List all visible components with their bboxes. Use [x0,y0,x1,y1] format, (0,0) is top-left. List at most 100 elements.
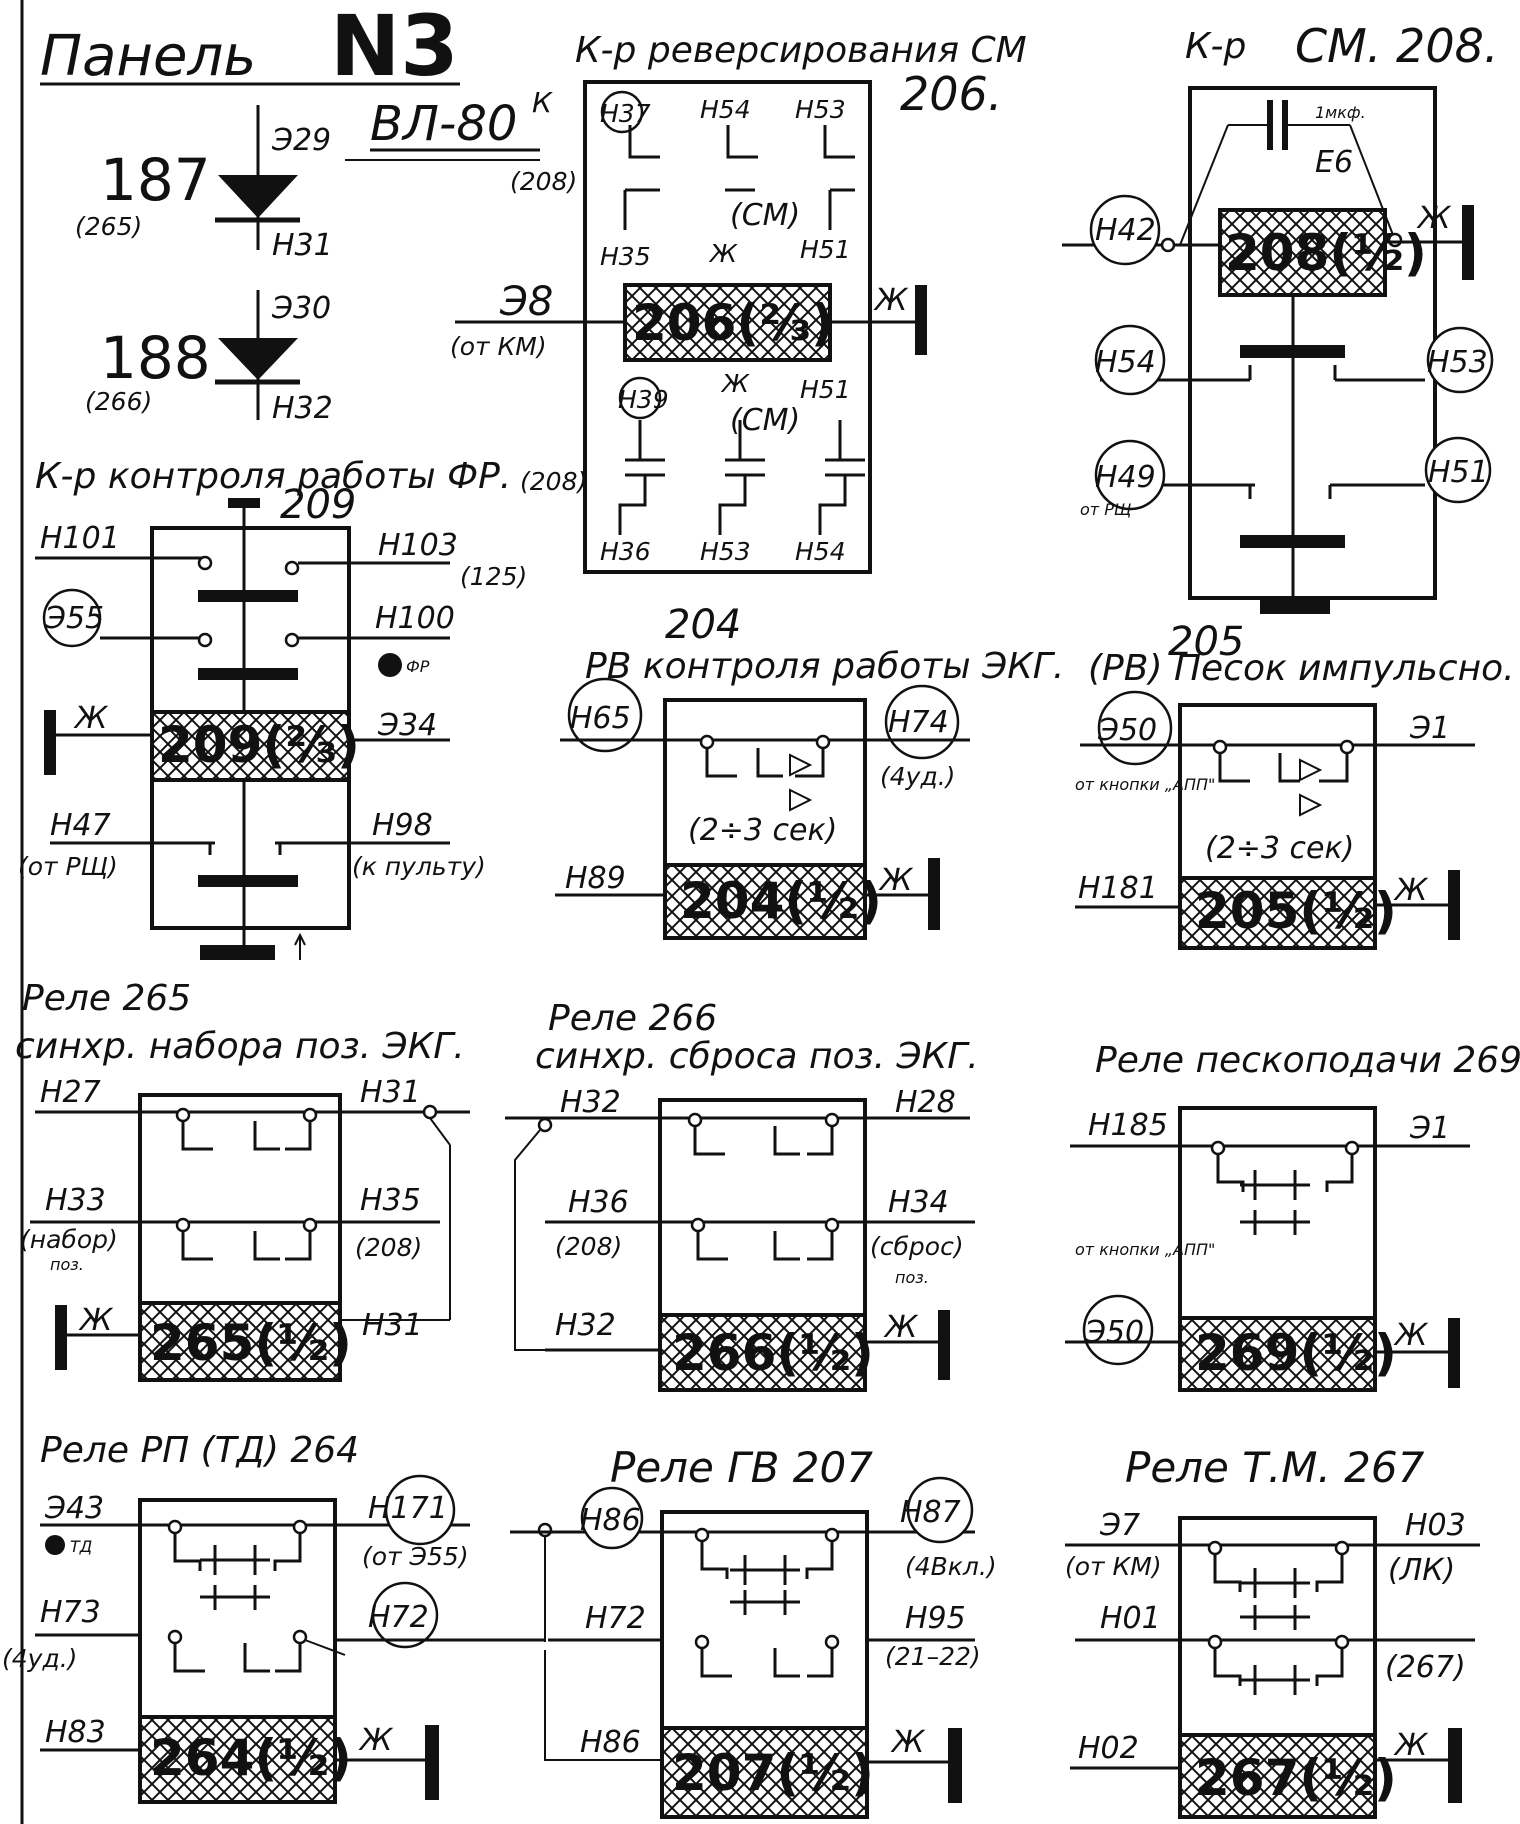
c267-r1_note-label: (ЛК) [1388,1553,1455,1588]
c266-r2_note-label: (сброс) [870,1232,964,1261]
c209-r4_note-label: (к пульту) [352,852,486,881]
contactor-208: К-р СМ. 208. 1мкф. Е6 208(½) Ж Н42 Н54 Н… [1062,19,1498,614]
panel-title: Панель [40,24,256,89]
c208-cap_lbl-label: Е6 [1315,145,1353,180]
c266-r2_note2-label: поз. [895,1268,929,1287]
c265-r2-label: Н35 [360,1183,421,1218]
relay-265: Реле 265 синхр. набора поз. ЭКГ. Н27 Н31… [15,978,470,1382]
c267-l1_note-label: (от КМ) [1065,1552,1162,1581]
c205-delay-label: (2÷3 сек) [1205,831,1354,866]
c204-r1_note-label: (4уд.) [880,762,955,791]
c205-num-label: 205 [1168,619,1244,665]
c206-top-0-label: Н37 [600,99,651,128]
c206-mid-1-label: Ж [708,239,738,268]
c264-l3-label: Н83 [45,1715,106,1750]
c204-title-label: РВ контроля работы ЭКГ. [585,646,1064,687]
c205-coil-label: 205(½) [1195,882,1397,940]
diodes-0-ref-label: (265) [75,212,142,241]
c204-r2-label: Ж [878,863,914,898]
c265-l2_note-label: (набор) [20,1225,118,1254]
c266-l1-label: Н32 [560,1085,621,1120]
c267-r1-label: Н03 [1405,1508,1466,1543]
c208-right-1-label: Н53 [1427,345,1488,380]
c205-title-label: (РВ) Песок импульсно. [1088,648,1515,689]
c269-title-label: Реле пескоподачи 269. [1095,1040,1520,1081]
c269-r1-label: Э1 [1409,1111,1450,1146]
c265-r1-label: Н31 [360,1075,421,1110]
c204-l2-label: Н89 [565,861,626,896]
c206-bot_top-1-label: Ж [720,369,750,398]
c206-bot_top-2-label: Н51 [800,375,851,404]
c206-bot-1-label: Н53 [700,537,751,566]
c207-coil-label: 207(½) [672,1744,874,1802]
c209-r4-label: Н98 [372,808,433,843]
c204-num-label: 204 [665,602,741,648]
diode-187: Э29 Н31 187 (265) [75,105,333,263]
c264-l2_note-label: (4уд.) [2,1644,77,1673]
c267-l3-label: Н02 [1078,1731,1139,1766]
c265-l2_note2-label: поз. [50,1255,84,1274]
c206-num: 206. [900,67,1002,121]
diodes-1-top-label: Э30 [271,291,331,326]
c208-right-2-label: Н51 [1428,455,1489,490]
diodes-0-num-label: 187 [100,146,211,214]
c264-r1-label: Н171 [368,1491,448,1526]
c264-title-label: Реле РП (ТД) 264 [40,1430,359,1471]
c265-coil-label: 265(½) [150,1314,352,1372]
c209-l3-label: Ж [73,701,109,736]
c206-title: К-р реверсирования СМ [575,30,1027,71]
c209-l1-label: Н101 [40,521,120,556]
c264-r2-label: Н72 [368,1600,429,1635]
c206-bot_top-0-label: Н39 [618,385,669,414]
diodes-0-top-label: Э29 [271,123,331,158]
c267-r2_note-label: (267) [1385,1650,1466,1685]
c264-r1_note-label: (от Э55) [362,1542,469,1571]
c264-l1_note-label: ТД [70,1537,92,1556]
c265-r3-label: Н31 [362,1308,423,1343]
relay-264: Реле РП (ТД) 264 Э43 ТД Н171 (от Э55) Н7… [2,1430,545,1804]
c269-l2_note-label: от кнопки „АПП" [1075,1240,1215,1259]
c208-num-label: СМ. 208. [1295,19,1498,73]
c205-l2-label: Н181 [1078,871,1158,906]
c264-l2-label: Н73 [40,1595,101,1630]
c206-ref1-label: (208) [510,167,577,196]
c209-l2-label: Э55 [44,601,104,636]
c265-l1-label: Н27 [40,1075,101,1110]
panel-number: N3 [330,0,459,95]
c208-right-0-label: Ж [1416,201,1452,236]
c204-coil-label: 204(½) [680,872,882,930]
c207-r1_note-label: (4Вкл.) [905,1552,997,1581]
diodes-1-bot-label: Н32 [272,391,333,426]
c265-title2-label: синхр. набора поз. ЭКГ. [15,1026,465,1067]
diode-188: Э30 Н32 188 (266) [85,290,333,426]
c209-r2_note-label: ФР [406,657,430,676]
c206-mid-2-label: Н51 [800,235,851,264]
c208-left-2-label: Н49 [1095,460,1156,495]
relay-204: 204 РВ контроля работы ЭКГ. Н65 Н74 (4уд… [555,602,1064,940]
c206-out-label: Ж [873,283,909,318]
c264-r3-label: Ж [358,1723,394,1758]
c269-coil-label: 269(½) [1195,1324,1397,1382]
c206-top-2-label: Н53 [795,95,846,124]
c206-in_note-label: (от КМ) [450,332,547,361]
c207-l3-label: Н86 [580,1725,641,1760]
c206-bot_cm-label: (СМ) [730,403,800,438]
c266-coil-label: 266(½) [672,1324,874,1382]
relay-266: Реле 266 синхр. сброса поз. ЭКГ. Н32 Н28… [505,998,979,1392]
c265-l2-label: Н33 [45,1183,106,1218]
relay-269: Реле пескоподачи 269. Н185 Э1 от кнопки … [1065,1040,1520,1392]
c265-r2_note-label: (208) [355,1233,422,1262]
c269-l2-label: Э50 [1084,1315,1144,1350]
c206-mid_cm-label: (СМ) [730,198,800,233]
c208-title-label: К-р [1185,26,1246,67]
c209-coil-label: 209(⅔) [158,716,360,774]
c205-r2-label: Ж [1393,873,1429,908]
c267-title-label: Реле Т.М. 267 [1125,1443,1425,1492]
c266-l2_note-label: (208) [555,1232,622,1261]
c267-r3-label: Ж [1393,1728,1429,1763]
c207-l1-label: Н86 [580,1503,641,1538]
c269-l1-label: Н185 [1088,1108,1168,1143]
c265-title1-label: Реле 265 [22,978,191,1019]
c267-l1-label: Э7 [1099,1508,1140,1543]
c264-l1-label: Э43 [44,1491,104,1526]
